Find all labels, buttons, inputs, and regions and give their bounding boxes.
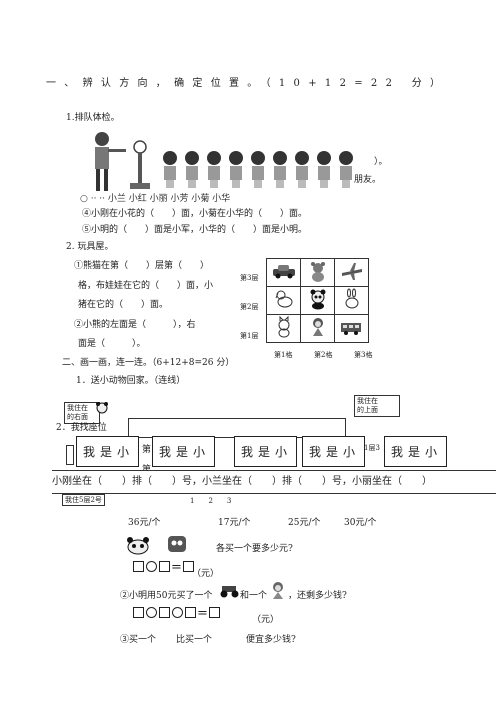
queue-kids-image	[95, 132, 353, 191]
q2-line2: 格，布娃娃在它的（ ）面，小	[78, 281, 214, 291]
blank-circle[interactable]	[172, 607, 183, 618]
number-strip: 1 2 3	[190, 497, 232, 505]
train-icon	[334, 314, 369, 343]
price-4: 30元/个	[344, 518, 377, 528]
blank-box[interactable]	[182, 561, 194, 572]
row-label-1: 第1层	[240, 332, 259, 340]
unit-1: （元）	[192, 569, 220, 579]
q1-tail: ）。	[374, 157, 388, 167]
speech-bubble-left: 我住在 的右面	[64, 402, 100, 424]
blank-circle[interactable]	[146, 607, 157, 618]
q2-line3: 猪在它的（ ）面。	[78, 300, 169, 310]
section2-q1: 1．送小动物回家。（连线）	[76, 376, 186, 386]
blank-box[interactable]	[133, 607, 144, 618]
price-3: 25元/个	[288, 518, 321, 528]
row-label-2: 第2层	[240, 303, 259, 311]
section1-heading: 一、辨认方向，确定位置。（10+12=22 分）	[46, 78, 449, 89]
blank-circle[interactable]	[146, 561, 157, 572]
bubble-bottom-left: 我住5层2号	[62, 494, 105, 506]
speech-bubble-right: 我住在 的上面	[354, 395, 400, 417]
unit-2: （元）	[252, 615, 280, 625]
seat-answer-strip: 小刚坐在（ ）排（ ）号，小兰坐在（ ）排（ ）号，小丽坐在（ ）	[52, 470, 496, 494]
price-2: 17元/个	[218, 518, 251, 528]
panda-toy-icon	[124, 535, 152, 559]
q1-title: 1.排队体检。	[66, 113, 120, 123]
q1-line4: ④小刚在小花的（ ）面，小菊在小华的（ ）面。	[82, 209, 308, 219]
teddy-bear-icon	[300, 258, 335, 287]
car-icon	[266, 258, 301, 287]
q2-line5: 面是（ ）。	[78, 339, 146, 349]
dog-icon	[266, 286, 301, 315]
q3-text-b: 比买一个	[176, 635, 213, 645]
equation-2: =	[132, 606, 221, 621]
rabbit-icon	[334, 286, 369, 315]
q2-title: 2. 玩具屋。	[66, 242, 114, 252]
q1-tail2: 朋友。	[354, 175, 382, 185]
q2-text-c: ，还剩多少钱?	[288, 591, 347, 601]
ask-total: 各买一个要多少元?	[216, 544, 293, 554]
doll-icon	[300, 314, 335, 343]
q2-text-a: ②小明用50元买了一个	[120, 591, 213, 601]
blank-box[interactable]	[185, 607, 196, 618]
col-label-3: 第3格	[354, 351, 373, 359]
queue-illustration	[80, 125, 360, 197]
blank-box[interactable]	[159, 607, 170, 618]
floor-label: 1层3	[364, 444, 380, 452]
q2-partial-title: 2．我找座位	[56, 423, 107, 433]
col-label-2: 第2格	[314, 351, 333, 359]
equation-1: =	[132, 560, 195, 575]
apartment-roof	[128, 418, 346, 438]
row-marker-1: 第	[142, 445, 152, 455]
q2-line4: ②小熊的左面是（ ），右	[74, 320, 196, 330]
side-box	[66, 445, 74, 465]
q3-text-c: 便宜多少钱?	[246, 635, 296, 645]
airplane-icon	[334, 258, 369, 287]
blank-box[interactable]	[159, 561, 170, 572]
blank-box[interactable]	[208, 607, 220, 618]
q1-name-row: ○ ·· ·· 小兰 小红 小丽 小芳 小菊 小华	[80, 194, 231, 204]
speech-box-5: 我是小	[384, 436, 448, 467]
price-1: 36元/个	[128, 518, 161, 528]
panda-icon-small	[94, 400, 110, 419]
speech-box-2: 我是小	[152, 436, 216, 467]
section2-heading: 二、画一画，连一连。（6+12+8=26 分）	[62, 358, 235, 368]
q2-line1: ①熊猫在第（ ）层第（ ）	[74, 261, 210, 271]
row-label-3: 第3层	[240, 274, 259, 282]
toy-house-grid	[266, 258, 369, 343]
panda-icon	[300, 286, 335, 315]
blank-box[interactable]	[133, 561, 144, 572]
q3-text-a: ③买一个	[120, 635, 157, 645]
speech-box-3: 我是小	[234, 436, 298, 467]
q2-text-b: 和一个	[240, 591, 268, 601]
speech-box-4: 我是小	[302, 436, 366, 467]
speech-box-1: 我是小	[76, 436, 140, 467]
cat-icon	[266, 314, 301, 343]
atv-toy-icon	[218, 580, 240, 604]
q1-line5: ⑤小明的（ ）面是小军，小华的（ ）面是小明。	[82, 225, 308, 235]
doll-toy-icon	[270, 580, 286, 604]
robot-toy-icon	[164, 533, 190, 559]
col-label-1: 第1格	[274, 351, 293, 359]
